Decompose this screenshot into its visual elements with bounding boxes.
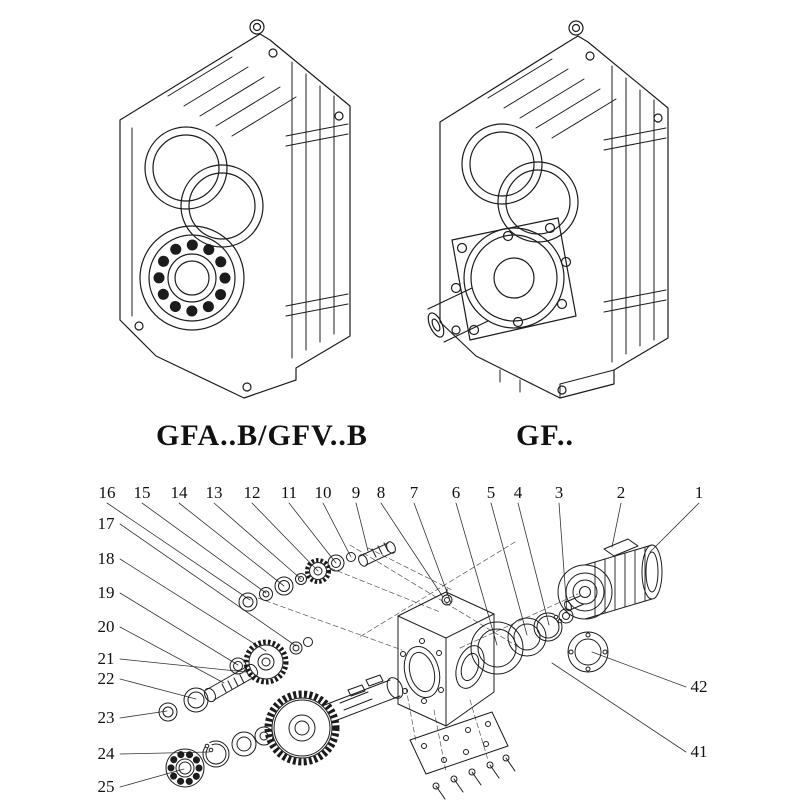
callout-23: 23 <box>97 708 115 727</box>
callout-11: 11 <box>280 483 298 502</box>
callout-18: 18 <box>97 549 115 568</box>
callout-20: 20 <box>97 617 115 636</box>
callout-15: 15 <box>133 483 151 502</box>
callout-10: 10 <box>314 483 332 502</box>
callout-16: 16 <box>98 483 116 502</box>
exploded-view-drawing <box>106 502 700 800</box>
callout-41: 41 <box>690 742 708 761</box>
callout-5: 5 <box>486 483 496 502</box>
motor-part <box>557 538 663 620</box>
callout-14: 14 <box>170 483 188 502</box>
housing-part <box>397 588 495 727</box>
callout-leader-lines <box>106 502 700 788</box>
callout-42: 42 <box>690 677 708 696</box>
gearbox-right-drawing <box>427 20 669 399</box>
callout-4: 4 <box>513 483 523 502</box>
callout-19: 19 <box>97 583 115 602</box>
gearbox-left-drawing <box>119 19 351 399</box>
callout-2: 2 <box>616 483 626 502</box>
callout-22: 22 <box>97 669 115 688</box>
callout-17: 17 <box>97 514 115 533</box>
callout-13: 13 <box>205 483 223 502</box>
gasket-and-bolts <box>409 711 516 800</box>
callout-6: 6 <box>451 483 461 502</box>
callout-8: 8 <box>376 483 386 502</box>
callout-21: 21 <box>97 649 115 668</box>
callout-1: 1 <box>694 483 704 502</box>
pinion-shaft-parts <box>238 541 396 612</box>
model-label-right: GF.. <box>516 419 574 452</box>
callout-9: 9 <box>351 483 361 502</box>
callout-7: 7 <box>409 483 419 502</box>
model-label-left: GFA..B/GFV..B <box>156 419 368 452</box>
callout-12: 12 <box>243 483 261 502</box>
callout-3: 3 <box>554 483 564 502</box>
intermediate-gear-parts <box>158 637 313 722</box>
callout-25: 25 <box>97 777 115 796</box>
callout-24: 24 <box>97 744 115 763</box>
assembly-dashed-lines <box>257 541 579 773</box>
output-gear-parts <box>165 674 404 788</box>
